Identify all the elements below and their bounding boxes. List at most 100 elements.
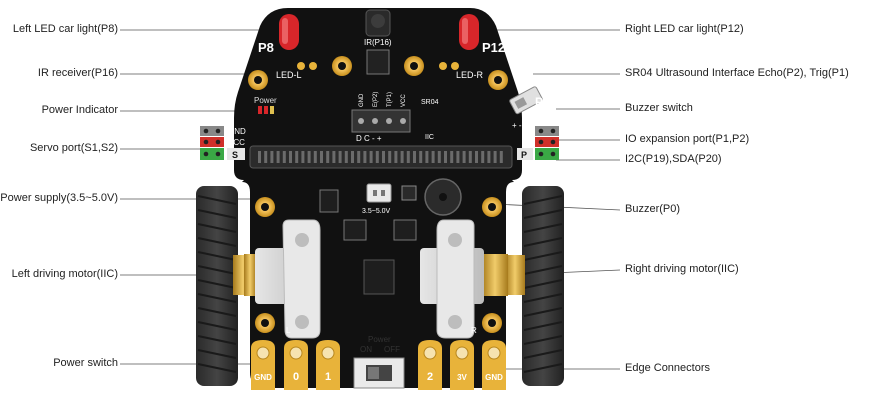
slot-pin (357, 151, 361, 163)
chip (319, 189, 339, 213)
chip (401, 185, 417, 201)
ic-chip (366, 49, 390, 75)
callout-right-motor: Right driving motor(IIC) (625, 263, 739, 275)
edge-connector-label: GND (485, 373, 503, 382)
slot-pin (307, 151, 311, 163)
ir-receiver (365, 9, 391, 37)
slot-pin (332, 151, 336, 163)
left-led (279, 14, 299, 50)
right-motor (420, 219, 525, 339)
chip (343, 219, 367, 241)
power-jack (366, 183, 392, 203)
edge-connector-hole (321, 346, 335, 360)
slot-pin (369, 151, 373, 163)
callout-edge-connectors: Edge Connectors (625, 362, 710, 374)
microbit-slot (249, 145, 513, 169)
io-expansion-port (517, 126, 559, 160)
power-switch (353, 357, 405, 389)
callout-ir-receiver: IR receiver(P16) (37, 67, 118, 79)
edge-connector-hole (423, 346, 437, 360)
slot-pin (270, 151, 274, 163)
edge-connector-label: 3V (457, 373, 467, 382)
callout-servo-port: Servo port(S1,S2) (29, 142, 118, 154)
slot-pin (295, 151, 299, 163)
label-sr04-pin: GND (359, 93, 365, 107)
slot-pin (313, 151, 317, 163)
label-servo: Servo (198, 115, 224, 125)
callout-buzzer-switch: Buzzer switch (625, 102, 693, 114)
callout-power-indicator: Power Indicator (41, 104, 118, 116)
slot-pin (499, 151, 503, 163)
slot-pin (468, 151, 472, 163)
slot-pin (450, 151, 454, 163)
callout-right-led: Right LED car light(P12) (625, 23, 744, 35)
label-p2: P2 (548, 165, 557, 172)
buzzer (424, 178, 462, 216)
slot-pin (301, 151, 305, 163)
slot-pin (394, 151, 398, 163)
label-led-l: LED-L (276, 70, 302, 80)
slot-pin (264, 151, 268, 163)
edge-connector-label: 2 (427, 371, 433, 383)
slot-pin (375, 151, 379, 163)
label-p1: P1 (536, 165, 545, 172)
slot-pin (419, 151, 423, 163)
callout-left-led: Left LED car light(P8) (12, 23, 118, 35)
servo-port (200, 126, 245, 160)
label-iic: IIC (425, 134, 434, 141)
slot-pin (276, 151, 280, 163)
slot-pin (289, 151, 292, 163)
label-sr04-pin: E(P2) (373, 92, 379, 107)
slot-pin (258, 151, 261, 163)
callout-i2c: I2C(P19),SDA(P20) (625, 153, 722, 165)
edge-connector-hole (289, 346, 303, 360)
slot-pin (406, 151, 410, 163)
edge-connector-label: GND (254, 373, 272, 382)
label-s: S (232, 150, 238, 160)
label-p0: P0 (535, 95, 550, 109)
slot-pin (493, 151, 497, 163)
label-ir: IR(P16) (364, 38, 392, 47)
edge-connector-hole (256, 346, 270, 360)
slot-pin (338, 151, 342, 163)
slot-pin (456, 151, 460, 163)
label-p8: P8 (258, 40, 274, 55)
slot-pin (431, 151, 435, 163)
power-led (258, 106, 274, 114)
label-power: Power (254, 96, 277, 105)
slot-pin (388, 151, 392, 163)
slot-pin (382, 151, 385, 163)
slot-pin (282, 151, 286, 163)
left-wheel (196, 186, 238, 386)
slot-pin (481, 151, 485, 163)
label-sr04: SR04 (421, 99, 439, 106)
right-led (459, 14, 479, 50)
left-motor (233, 219, 321, 339)
label-r: R (471, 326, 477, 335)
label-power-switch: Power (368, 335, 391, 344)
slot-pin (425, 151, 429, 163)
callout-sr04: SR04 Ultrasound Interface Echo(P2), Trig… (625, 67, 849, 79)
label-led-r: LED-R (456, 70, 484, 80)
label-p: P (521, 150, 527, 160)
edge-connector-label: 1 (325, 371, 331, 383)
edge-connector-hole (487, 346, 501, 360)
label-off: OFF (384, 345, 400, 354)
label-gnd: GND (228, 127, 246, 136)
slot-pin (487, 151, 491, 163)
edge-connector-hole (455, 346, 469, 360)
edge-connector-label: 0 (293, 371, 299, 383)
center-block (363, 259, 395, 295)
label-s2: S2 (200, 165, 209, 172)
slot-pin (344, 151, 348, 163)
sr04-header (351, 109, 411, 133)
label-voltage: 3.5~5.0V (362, 208, 391, 215)
label-vcc: VCC (228, 138, 245, 147)
slot-pin (444, 151, 447, 163)
buzzer-switch (509, 86, 543, 115)
slot-pin (475, 151, 478, 163)
callout-power-switch: Power switch (53, 357, 118, 369)
slot-pin (462, 151, 466, 163)
